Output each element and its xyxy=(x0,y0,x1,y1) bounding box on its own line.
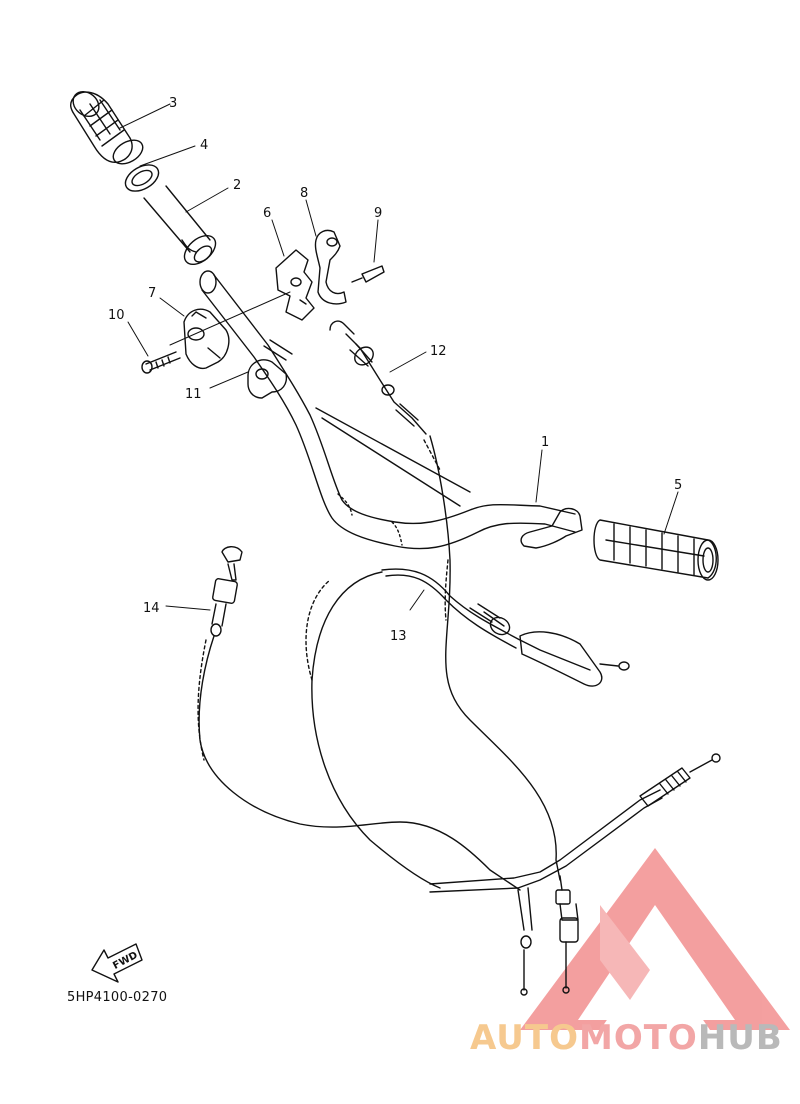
right-grip xyxy=(593,519,719,581)
handlebar xyxy=(199,270,576,550)
cable-14 xyxy=(197,546,521,891)
clutch-cable-13 xyxy=(305,568,630,889)
callout-labels: 1 2 3 4 5 6 7 8 9 10 11 12 13 14 xyxy=(108,96,682,644)
callout-4: 4 xyxy=(200,138,208,153)
left-grip xyxy=(69,90,133,163)
throttle-housing xyxy=(183,308,230,370)
callout-7: 7 xyxy=(148,286,156,301)
lever-holder xyxy=(275,249,315,321)
watermark-logo xyxy=(520,848,790,1030)
leader-lines xyxy=(119,103,679,611)
callout-9: 9 xyxy=(374,206,382,221)
watermark-text: AUTOMOTOHUB xyxy=(470,1018,783,1058)
screw-9 xyxy=(351,265,385,283)
fwd-arrow-icon xyxy=(91,943,143,983)
screw-10 xyxy=(141,351,181,374)
watermark-moto: MOTO xyxy=(578,1018,698,1058)
callout-13: 13 xyxy=(390,629,407,644)
callout-8: 8 xyxy=(300,186,308,201)
callout-12: 12 xyxy=(430,344,447,359)
grip-collar xyxy=(112,139,160,192)
lower-cable-ends xyxy=(429,753,721,996)
callout-10: 10 xyxy=(108,308,125,323)
callout-6: 6 xyxy=(263,206,271,221)
watermark-auto: AUTO xyxy=(470,1018,579,1058)
throttle-tube xyxy=(143,185,217,266)
callout-5: 5 xyxy=(674,478,682,493)
throttle-cable-12 xyxy=(329,320,561,881)
callout-11: 11 xyxy=(185,387,202,402)
part-code: 5HP4100-0270 xyxy=(67,990,168,1005)
clamp-11 xyxy=(247,339,293,399)
lever-8 xyxy=(314,229,347,305)
callout-1: 1 xyxy=(541,435,549,450)
callout-2: 2 xyxy=(233,178,241,193)
callout-14: 14 xyxy=(143,601,160,616)
right-lever-mount xyxy=(520,507,583,549)
watermark-hub: HUB xyxy=(697,1018,783,1058)
callout-3: 3 xyxy=(169,96,177,111)
